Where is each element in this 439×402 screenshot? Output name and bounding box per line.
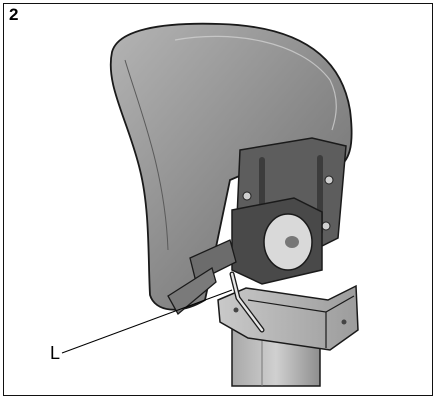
receiver-bracket	[217, 284, 359, 351]
callout-label-l: L	[50, 343, 61, 363]
step-number: 2	[9, 5, 19, 24]
hex-key	[229, 271, 265, 333]
callout-leader-line	[61, 289, 233, 354]
side-arm	[167, 239, 237, 316]
clamp-block	[231, 197, 323, 285]
